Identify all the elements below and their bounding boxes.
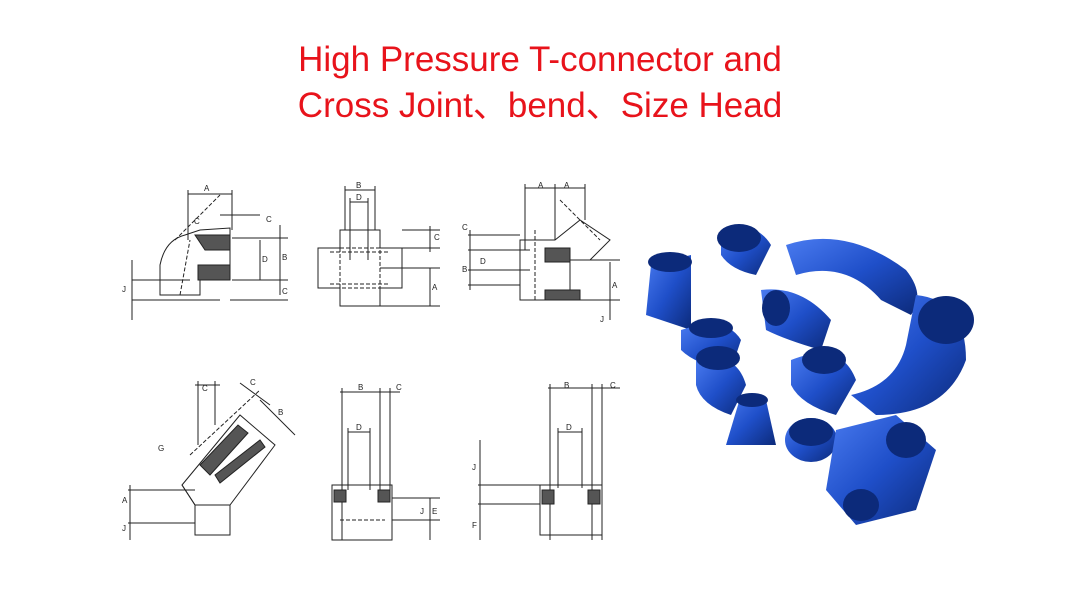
small-elbow-fitting-2 [696, 346, 746, 415]
half-coupling-label-j: J [420, 507, 424, 516]
elbow-45-label-a: A [122, 496, 128, 505]
page-title-line-1: High Pressure T-connector and [298, 40, 782, 79]
blue-pipe-fittings-photo [636, 200, 1080, 560]
cross-label-c: C [434, 233, 440, 242]
half-coupling-label-c: C [396, 383, 402, 392]
tee-label-c: C [462, 223, 468, 232]
elbow-90-drawing: A C C D B C J [120, 180, 300, 325]
coupling-label-f: F [472, 521, 477, 530]
cross-label-a: A [432, 283, 438, 292]
elbow-fitting-top [717, 224, 771, 275]
half-coupling-label-b: B [358, 383, 363, 392]
elbow-45-label-c2: C [250, 378, 256, 387]
coupling-drawing: B C D J F [470, 380, 630, 545]
large-bend-fitting [786, 238, 918, 315]
elbow-90-label-a: A [204, 184, 210, 193]
elbow-45-label-b: B [278, 408, 283, 417]
cross-label-d: D [356, 193, 362, 202]
tee-label-d: D [480, 257, 486, 266]
reducer-fitting [646, 252, 692, 330]
elbow-90-label-b: B [282, 253, 287, 262]
half-coupling-label-e: E [432, 507, 437, 516]
small-reducer-fitting [726, 393, 776, 445]
half-coupling-drawing: B C D J E [320, 380, 450, 545]
coupling-label-d: D [566, 423, 572, 432]
page-title-line-2: Cross Joint、bend、Size Head [297, 86, 783, 125]
coupling-label-c: C [610, 381, 616, 390]
tee-label-a2: A [564, 181, 570, 190]
elbow-90-label-c3: C [282, 287, 288, 296]
tee-label-a3: A [612, 281, 618, 290]
tee-fitting [761, 289, 831, 350]
coupling-label-j: J [472, 463, 476, 472]
cap-fitting [785, 418, 837, 462]
elbow-90-label-d: D [262, 255, 268, 264]
elbow-45-drawing: C C B G A J [120, 375, 305, 545]
tee-label-j: J [600, 315, 604, 324]
elbow-90-label-j: J [122, 285, 126, 294]
tee-drawing: A A C B D A J [460, 180, 630, 330]
tee-label-b: B [462, 265, 467, 274]
half-coupling-label-d: D [356, 423, 362, 432]
cross-label-b: B [356, 181, 361, 190]
tee-label-a1: A [538, 181, 544, 190]
elbow-45-label-c1: C [202, 384, 208, 393]
elbow-90-label-c2: C [266, 215, 272, 224]
elbow-45-label-j: J [122, 524, 126, 533]
coupling-label-b: B [564, 381, 569, 390]
cross-drawing: B D C A [310, 180, 455, 320]
cross-fitting [826, 415, 936, 525]
big-elbow-fitting [851, 295, 974, 415]
middle-elbow-fitting [791, 346, 856, 415]
elbow-90-label-c1: C [194, 217, 200, 226]
elbow-45-label-g: G [158, 444, 164, 453]
